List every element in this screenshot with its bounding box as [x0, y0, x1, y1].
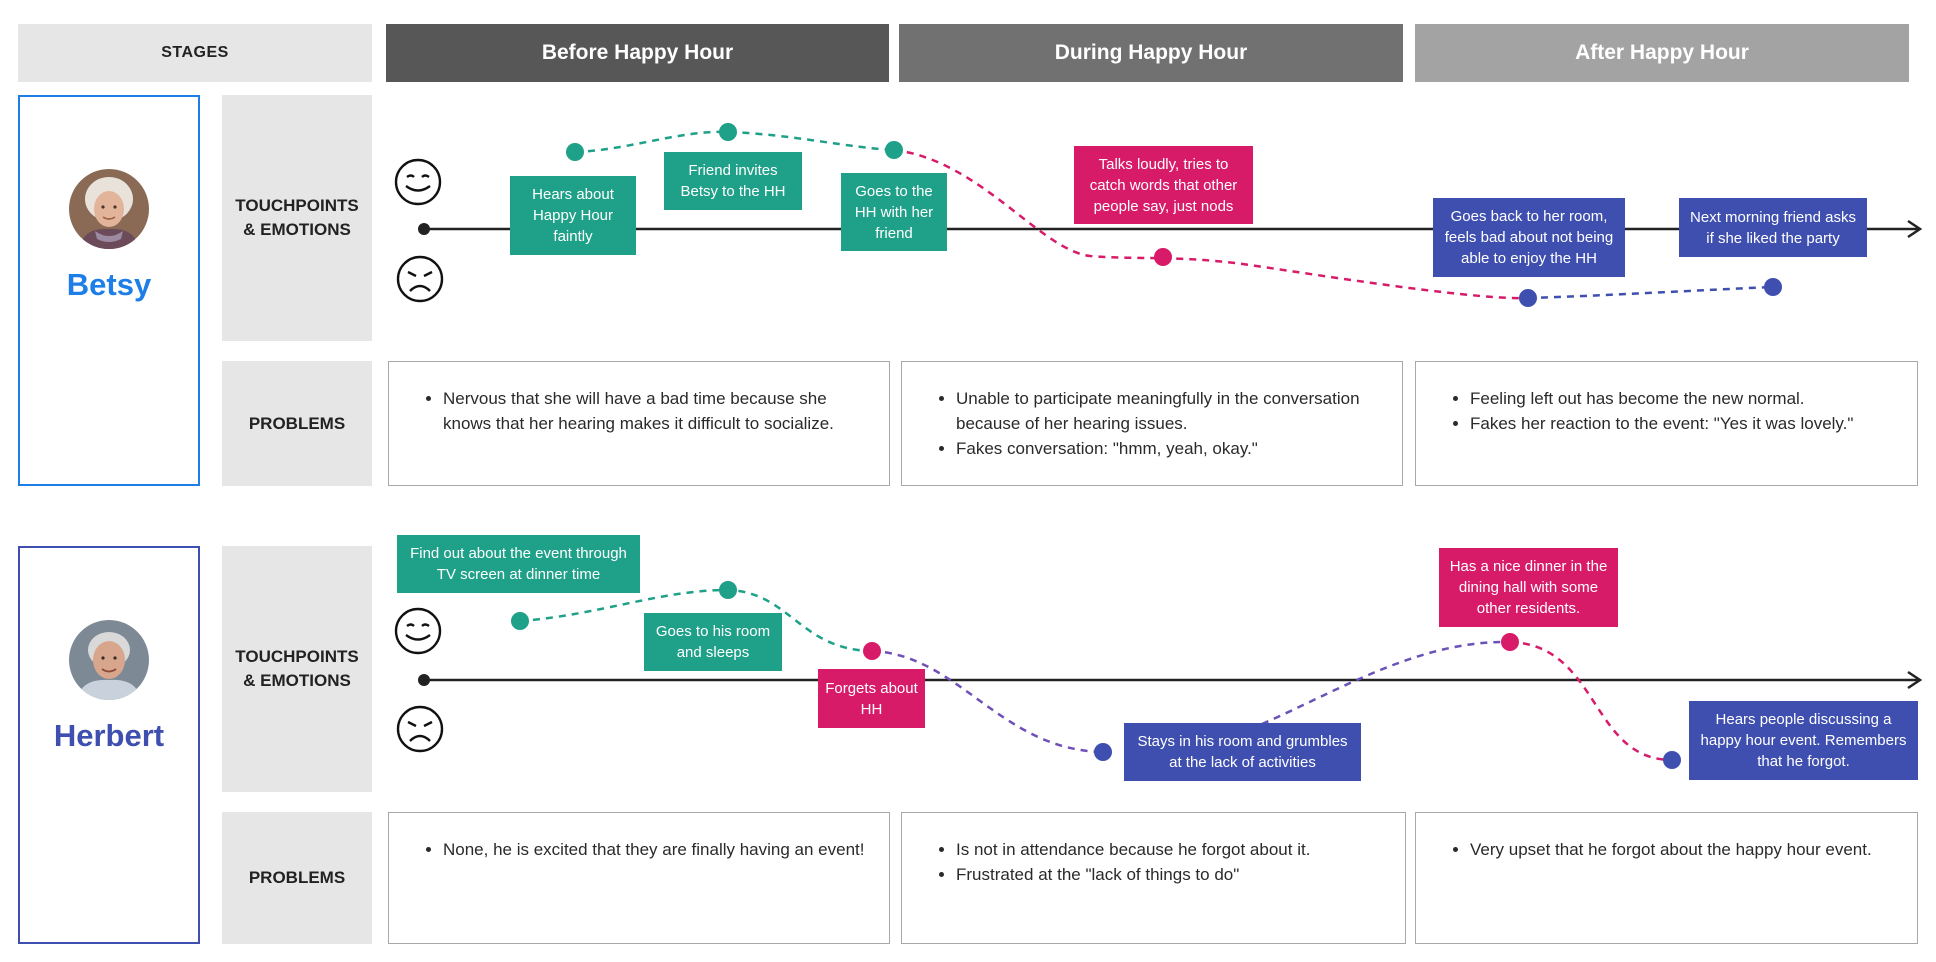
sad-face-icon [394, 253, 446, 305]
betsy-portrait-icon [69, 169, 149, 249]
betsy-touchpoint-2: Friend invites Betsy to the HH [664, 152, 802, 210]
betsy-point-1 [566, 143, 584, 161]
betsy-problems-before: Nervous that she will have a bad time be… [388, 361, 890, 486]
sad-face-icon [394, 703, 446, 755]
herbert-curve-neutral [871, 649, 1104, 754]
herbert-point-6 [1663, 751, 1681, 769]
persona-card-herbert: Herbert [18, 546, 200, 944]
betsy-avatar [69, 169, 149, 249]
problem-item: Very upset that he forgot about the happ… [1470, 837, 1897, 862]
herbert-touchpoint-5: Has a nice dinner in the dining hall wit… [1439, 548, 1618, 627]
herbert-point-5 [1501, 633, 1519, 651]
herbert-problems-before: None, he is excited that they are finall… [388, 812, 890, 944]
problem-item: Fakes her reaction to the event: "Yes it… [1470, 411, 1897, 436]
problem-item: Fakes conversation: "hmm, yeah, okay." [956, 436, 1382, 461]
persona-name-betsy: Betsy [66, 267, 152, 302]
problem-item: Is not in attendance because he forgot a… [956, 837, 1385, 862]
touchpoints-label-line2: & EMOTIONS [243, 220, 351, 239]
problem-item: Nervous that she will have a bad time be… [443, 386, 869, 436]
betsy-point-2 [719, 123, 737, 141]
betsy-problems-during: Unable to participate meaningfully in th… [901, 361, 1403, 486]
betsy-problems-label: PROBLEMS [222, 361, 372, 486]
betsy-touchpoints-label: TOUCHPOINTS & EMOTIONS [222, 95, 372, 341]
touchpoints-label-line2: & EMOTIONS [243, 671, 351, 690]
herbert-point-3 [863, 642, 881, 660]
betsy-curve-positive [574, 130, 895, 154]
happy-face-icon [392, 605, 444, 657]
problem-item: Unable to participate meaningfully in th… [956, 386, 1382, 436]
betsy-touchpoint-4: Talks loudly, tries to catch words that … [1074, 146, 1253, 224]
herbert-point-2 [719, 581, 737, 599]
betsy-point-5 [1519, 289, 1537, 307]
herbert-problems-during: Is not in attendance because he forgot a… [901, 812, 1406, 944]
timeline-arrow-icon [1907, 219, 1923, 239]
timeline-start-dot [418, 223, 430, 235]
herbert-problems-after: Very upset that he forgot about the happ… [1415, 812, 1918, 944]
betsy-point-3 [885, 141, 903, 159]
betsy-touchpoint-3: Goes to the HH with her friend [841, 173, 947, 251]
problem-item: None, he is excited that they are finall… [443, 837, 869, 862]
stages-label: STAGES [18, 24, 372, 82]
problem-item: Feeling left out has become the new norm… [1470, 386, 1897, 411]
problem-item: Frustrated at the "lack of things to do" [956, 862, 1385, 887]
timeline-start-dot [418, 674, 430, 686]
herbert-problems-label: PROBLEMS [222, 812, 372, 944]
herbert-curve-rise [1261, 640, 1511, 726]
touchpoints-label-line1: TOUCHPOINTS [235, 647, 359, 666]
timeline-arrow-icon [1907, 670, 1923, 690]
herbert-point-1 [511, 612, 529, 630]
herbert-curve-negative [1509, 640, 1673, 762]
stage-before-happy-hour: Before Happy Hour [386, 24, 889, 82]
stage-after-happy-hour: After Happy Hour [1415, 24, 1909, 82]
touchpoints-label-line1: TOUCHPOINTS [235, 196, 359, 215]
herbert-point-4 [1094, 743, 1112, 761]
stage-during-happy-hour: During Happy Hour [899, 24, 1403, 82]
herbert-touchpoint-4: Stays in his room and grumbles at the la… [1124, 723, 1361, 781]
herbert-touchpoint-6: Hears people discussing a happy hour eve… [1689, 701, 1918, 780]
betsy-touchpoint-6: Next morning friend asks if she liked th… [1679, 198, 1867, 257]
herbert-touchpoint-3: Forgets about HH [818, 669, 925, 728]
betsy-point-6 [1764, 278, 1782, 296]
herbert-portrait-icon [69, 620, 149, 700]
betsy-curve-neutral [1527, 285, 1774, 300]
herbert-touchpoint-2: Goes to his room and sleeps [644, 613, 782, 671]
betsy-touchpoint-1: Hears about Happy Hour faintly [510, 176, 636, 255]
betsy-point-4 [1154, 248, 1172, 266]
herbert-touchpoints-label: TOUCHPOINTS & EMOTIONS [222, 546, 372, 792]
betsy-problems-after: Feeling left out has become the new norm… [1415, 361, 1918, 486]
betsy-touchpoint-5: Goes back to her room, feels bad about n… [1433, 198, 1625, 277]
happy-face-icon [392, 156, 444, 208]
herbert-avatar [69, 620, 149, 700]
persona-name-herbert: Herbert [53, 718, 165, 753]
herbert-touchpoint-1: Find out about the event through TV scre… [397, 535, 640, 593]
persona-card-betsy: Betsy [18, 95, 200, 486]
